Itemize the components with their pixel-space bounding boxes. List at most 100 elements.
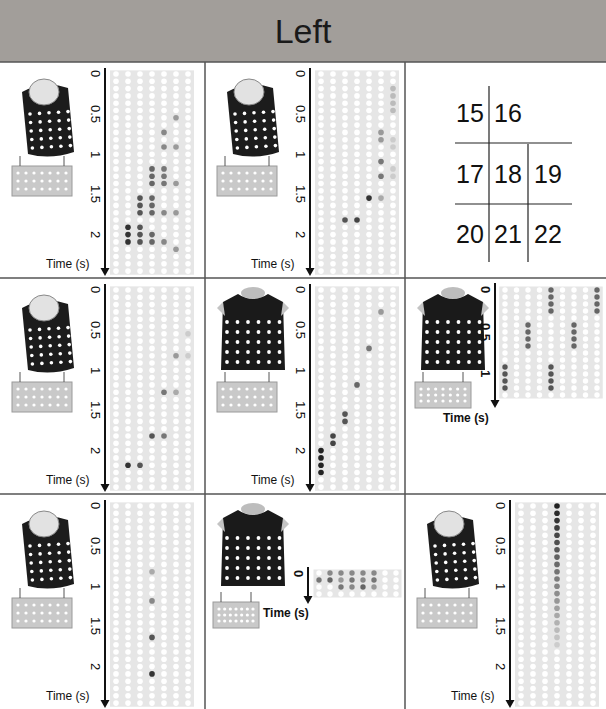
idle-motor [318, 295, 324, 301]
idle-motor [578, 562, 584, 568]
vest-motor [278, 350, 282, 354]
idle-motor [502, 294, 507, 299]
idle-motor [125, 518, 131, 524]
idle-motor [149, 246, 155, 252]
vest-figure [217, 503, 289, 586]
idle-motor [161, 584, 167, 590]
time-tick: 0 [89, 502, 102, 509]
idle-motor [342, 195, 348, 201]
panel-number: 21 [494, 222, 522, 247]
idle-motor [502, 343, 507, 348]
idle-motor [173, 137, 179, 143]
idle-motor [173, 562, 179, 568]
idle-motor [566, 642, 572, 648]
idle-motor [366, 287, 372, 293]
active-motor [554, 642, 560, 648]
idle-motor [342, 166, 348, 172]
active-motor [149, 181, 155, 187]
idle-motor [378, 484, 384, 490]
idle-motor [342, 331, 348, 337]
vest-motor [50, 577, 54, 581]
idle-motor [518, 598, 524, 604]
idle-motor [173, 554, 179, 560]
active-motor [161, 210, 167, 216]
idle-motor [366, 203, 372, 209]
mannequin-arm [217, 302, 225, 316]
idle-motor [113, 448, 119, 454]
idle-motor [161, 635, 167, 641]
idle-motor [113, 382, 119, 388]
idle-motor [149, 71, 155, 77]
idle-motor [354, 411, 360, 417]
idle-motor [318, 173, 324, 179]
idle-motor [537, 294, 542, 299]
idle-motor [185, 649, 191, 655]
idle-motor [590, 584, 596, 590]
idle-motor [342, 360, 348, 366]
vest-motor [67, 127, 71, 131]
layout-dot [240, 607, 243, 610]
vest-motor [472, 550, 476, 554]
idle-motor [366, 188, 372, 194]
idle-motor [161, 448, 167, 454]
idle-motor [185, 122, 191, 128]
idle-motor [548, 392, 553, 397]
idle-motor [390, 122, 396, 128]
idle-motor [185, 338, 191, 344]
vest-motor [58, 559, 62, 563]
idle-motor [537, 357, 542, 362]
vest-motor [446, 340, 450, 344]
idle-motor [149, 254, 155, 260]
vest-motor [69, 360, 73, 364]
idle-motor [161, 159, 167, 165]
idle-motor [125, 605, 131, 611]
layout-dot [269, 179, 272, 182]
vest-motor [28, 112, 32, 116]
active-motor [125, 225, 131, 231]
idle-motor [542, 562, 548, 568]
idle-motor [318, 115, 324, 121]
idle-motor [518, 620, 524, 626]
vest-motor [457, 320, 461, 324]
idle-motor [560, 385, 565, 390]
vest-motor [278, 566, 282, 570]
vest-motor [436, 350, 440, 354]
idle-motor [354, 426, 360, 432]
idle-motor [530, 642, 536, 648]
idle-motor [113, 686, 119, 692]
idle-motor [583, 350, 588, 355]
idle-motor [173, 613, 179, 619]
idle-motor [330, 346, 336, 352]
active-motor [161, 389, 167, 395]
idle-motor [583, 371, 588, 376]
active-motor [378, 173, 384, 179]
idle-motor [185, 368, 191, 374]
idle-motor [113, 360, 119, 366]
idle-motor [125, 261, 131, 267]
idle-motor [173, 484, 179, 490]
vest-motor [264, 144, 268, 148]
idle-motor [530, 584, 536, 590]
idle-motor [378, 426, 384, 432]
idle-motor [173, 338, 179, 344]
idle-motor [502, 336, 507, 341]
idle-motor [390, 389, 396, 395]
idle-motor [571, 385, 576, 390]
idle-motor [185, 664, 191, 670]
idle-motor [318, 375, 324, 381]
idle-motor [354, 470, 360, 476]
layout-dot [237, 403, 240, 406]
idle-motor [330, 389, 336, 395]
vest-motor [278, 360, 282, 364]
idle-motor [113, 554, 119, 560]
idle-motor [161, 316, 167, 322]
idle-motor [378, 181, 384, 187]
active-motor [554, 511, 560, 517]
idle-motor [185, 203, 191, 209]
idle-motor [518, 547, 524, 553]
idle-motor [125, 693, 131, 699]
vest-motor [425, 350, 429, 354]
idle-motor [137, 686, 143, 692]
idle-motor [354, 477, 360, 483]
vest-motor [263, 127, 267, 131]
